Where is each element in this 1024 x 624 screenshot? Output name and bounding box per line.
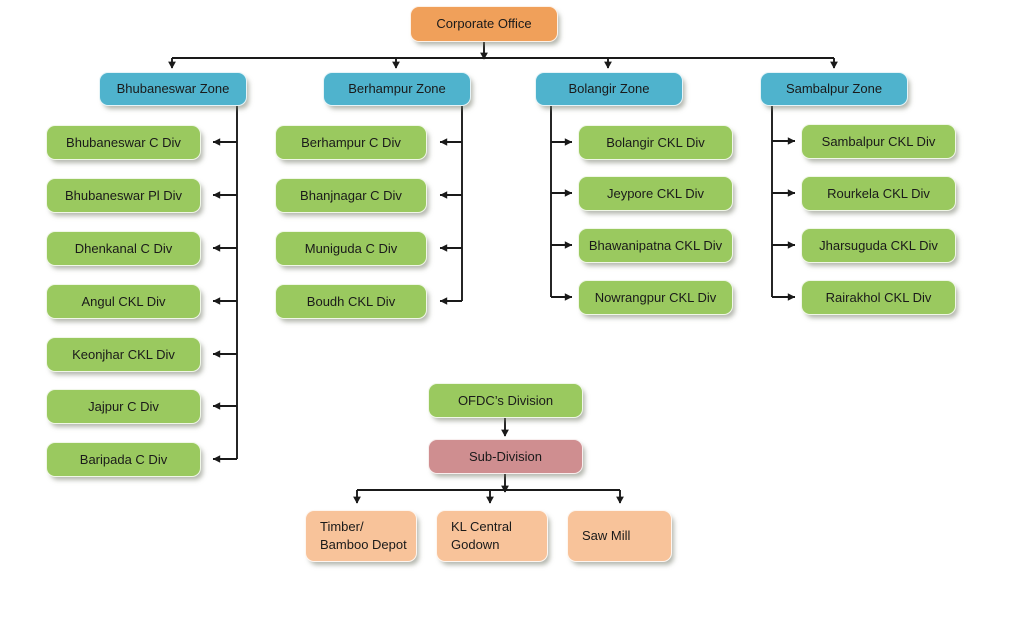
node-label: Muniguda C Div — [304, 240, 398, 256]
node-division-rairakhol-ckl[interactable]: Rairakhol CKL Div — [801, 280, 956, 315]
node-label: Dhenkanal C Div — [74, 240, 173, 256]
node-label: Sub-Division — [469, 448, 542, 464]
node-label: Berhampur Zone — [348, 81, 446, 97]
node-label: Angul CKL Div — [81, 293, 166, 309]
node-label: Bhubaneswar Zone — [116, 81, 230, 97]
node-label: Bhubaneswar C Div — [66, 134, 181, 150]
node-unit-timber-bamboo-depot[interactable]: Timber/Bamboo Depot — [305, 510, 417, 562]
node-division-muniguda-c[interactable]: Muniguda C Div — [275, 231, 427, 266]
node-division-dhenkanal-c[interactable]: Dhenkanal C Div — [46, 231, 201, 266]
node-division-nowrangpur-ckl[interactable]: Nowrangpur CKL Div — [578, 280, 733, 315]
node-division-jharsuguda-ckl[interactable]: Jharsuguda CKL Div — [801, 228, 956, 263]
node-label: Bhanjnagar C Div — [300, 187, 402, 203]
node-division-jeypore-ckl[interactable]: Jeypore CKL Div — [578, 176, 733, 211]
node-label: Nowrangpur CKL Div — [594, 289, 717, 305]
node-label: Bhubaneswar Pl Div — [64, 187, 183, 203]
node-zone-sambalpur[interactable]: Sambalpur Zone — [760, 72, 908, 106]
node-division-boudh-ckl[interactable]: Boudh CKL Div — [275, 284, 427, 319]
node-division-sambalpur-ckl[interactable]: Sambalpur CKL Div — [801, 124, 956, 159]
node-zone-berhampur[interactable]: Berhampur Zone — [323, 72, 471, 106]
node-label: Bhawanipatna CKL Div — [588, 237, 723, 253]
node-label: Boudh CKL Div — [306, 293, 396, 309]
node-division-rourkela-ckl[interactable]: Rourkela CKL Div — [801, 176, 956, 211]
node-label: Rourkela CKL Div — [827, 185, 930, 201]
node-label: Timber/Bamboo Depot — [320, 519, 407, 552]
node-division-bhubaneswar-pl[interactable]: Bhubaneswar Pl Div — [46, 178, 201, 213]
node-label: Bolangir Zone — [568, 81, 650, 97]
node-division-bolangir-ckl[interactable]: Bolangir CKL Div — [578, 125, 733, 160]
node-sub-division[interactable]: Sub-Division — [428, 439, 583, 474]
node-label: Bolangir CKL Div — [606, 134, 705, 150]
node-label: Jharsuguda CKL Div — [819, 237, 938, 253]
node-label: Sambalpur Zone — [785, 81, 883, 97]
node-label: Keonjhar CKL Div — [72, 346, 175, 362]
node-corporate-office[interactable]: Corporate Office — [410, 6, 558, 42]
node-label: Baripada C Div — [79, 451, 168, 467]
node-label: Rairakhol CKL Div — [825, 289, 932, 305]
node-division-baripada-c[interactable]: Baripada C Div — [46, 442, 201, 477]
node-division-jajpur-c[interactable]: Jajpur C Div — [46, 389, 201, 424]
node-unit-saw-mill[interactable]: Saw Mill — [567, 510, 672, 562]
node-division-bhanjnagar-c[interactable]: Bhanjnagar C Div — [275, 178, 427, 213]
node-label: OFDC’s Division — [457, 392, 554, 408]
node-zone-bhubaneswar[interactable]: Bhubaneswar Zone — [99, 72, 247, 106]
node-label: Saw Mill — [582, 528, 631, 544]
node-ofdc-division[interactable]: OFDC’s Division — [428, 383, 583, 418]
node-division-berhampur-c[interactable]: Berhampur C Div — [275, 125, 427, 160]
node-division-bhawanipatna-ckl[interactable]: Bhawanipatna CKL Div — [578, 228, 733, 263]
node-zone-bolangir[interactable]: Bolangir Zone — [535, 72, 683, 106]
node-division-angul-ckl[interactable]: Angul CKL Div — [46, 284, 201, 319]
node-label: Jajpur C Div — [88, 398, 159, 414]
node-label: Sambalpur CKL Div — [821, 133, 936, 149]
node-label: Berhampur C Div — [301, 134, 401, 150]
node-label: Jeypore CKL Div — [606, 185, 705, 201]
node-division-bhubaneswar-c[interactable]: Bhubaneswar C Div — [46, 125, 201, 160]
node-label: Corporate Office — [436, 16, 532, 32]
node-division-keonjhar-ckl[interactable]: Keonjhar CKL Div — [46, 337, 201, 372]
